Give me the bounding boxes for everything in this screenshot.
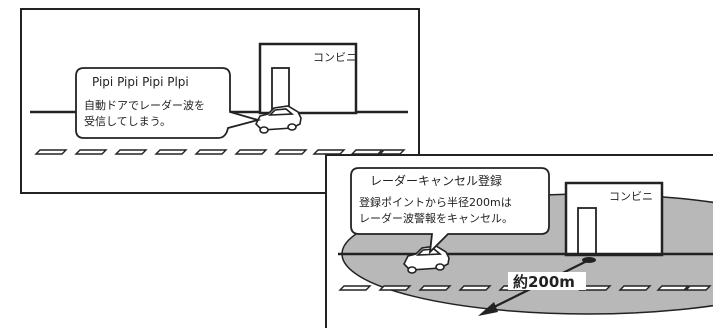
panel-before: コンビニ Pipi Pipi Pipi Plpi 自動ドアでレーダー波を 受信し… [20,8,420,194]
radius-label: 約200m [513,273,575,291]
panel2-lane-markings [338,285,712,291]
panel2-store-sign: コンビニ [609,190,653,203]
panel1-store: コンビニ [258,42,358,115]
panel1-bubble-title: Pipi Pipi Pipi Plpi [92,75,189,89]
panel1-store-sign: コンビニ [313,51,357,64]
panel2-bubble-line1: 登録ポイントから半径200mは [359,195,512,209]
panel1-bubble-line2: 受信してしまう。 [84,115,171,128]
panel2-store: コンビニ [564,181,664,257]
panel2-bubble-title: レーダーキャンセル登録 [370,173,502,188]
panel1-speech-bubble: Pipi Pipi Pipi Plpi 自動ドアでレーダー波を 受信してしまう。 [75,67,262,139]
panel2-store-door [577,207,597,256]
panel2-bubble-line2: レーダー波警報をキャンセル。 [359,211,513,225]
panel1-bubble-line1: 自動ドアでレーダー波を [84,98,205,112]
radius-label-bg [508,272,586,290]
panel1-car [255,105,302,134]
panel2-speech-bubble: レーダーキャンセル登録 登録ポイントから半径200mは レーダー波警報をキャンセ… [350,167,550,255]
panel-after: コンビニ 約200m [325,154,713,328]
